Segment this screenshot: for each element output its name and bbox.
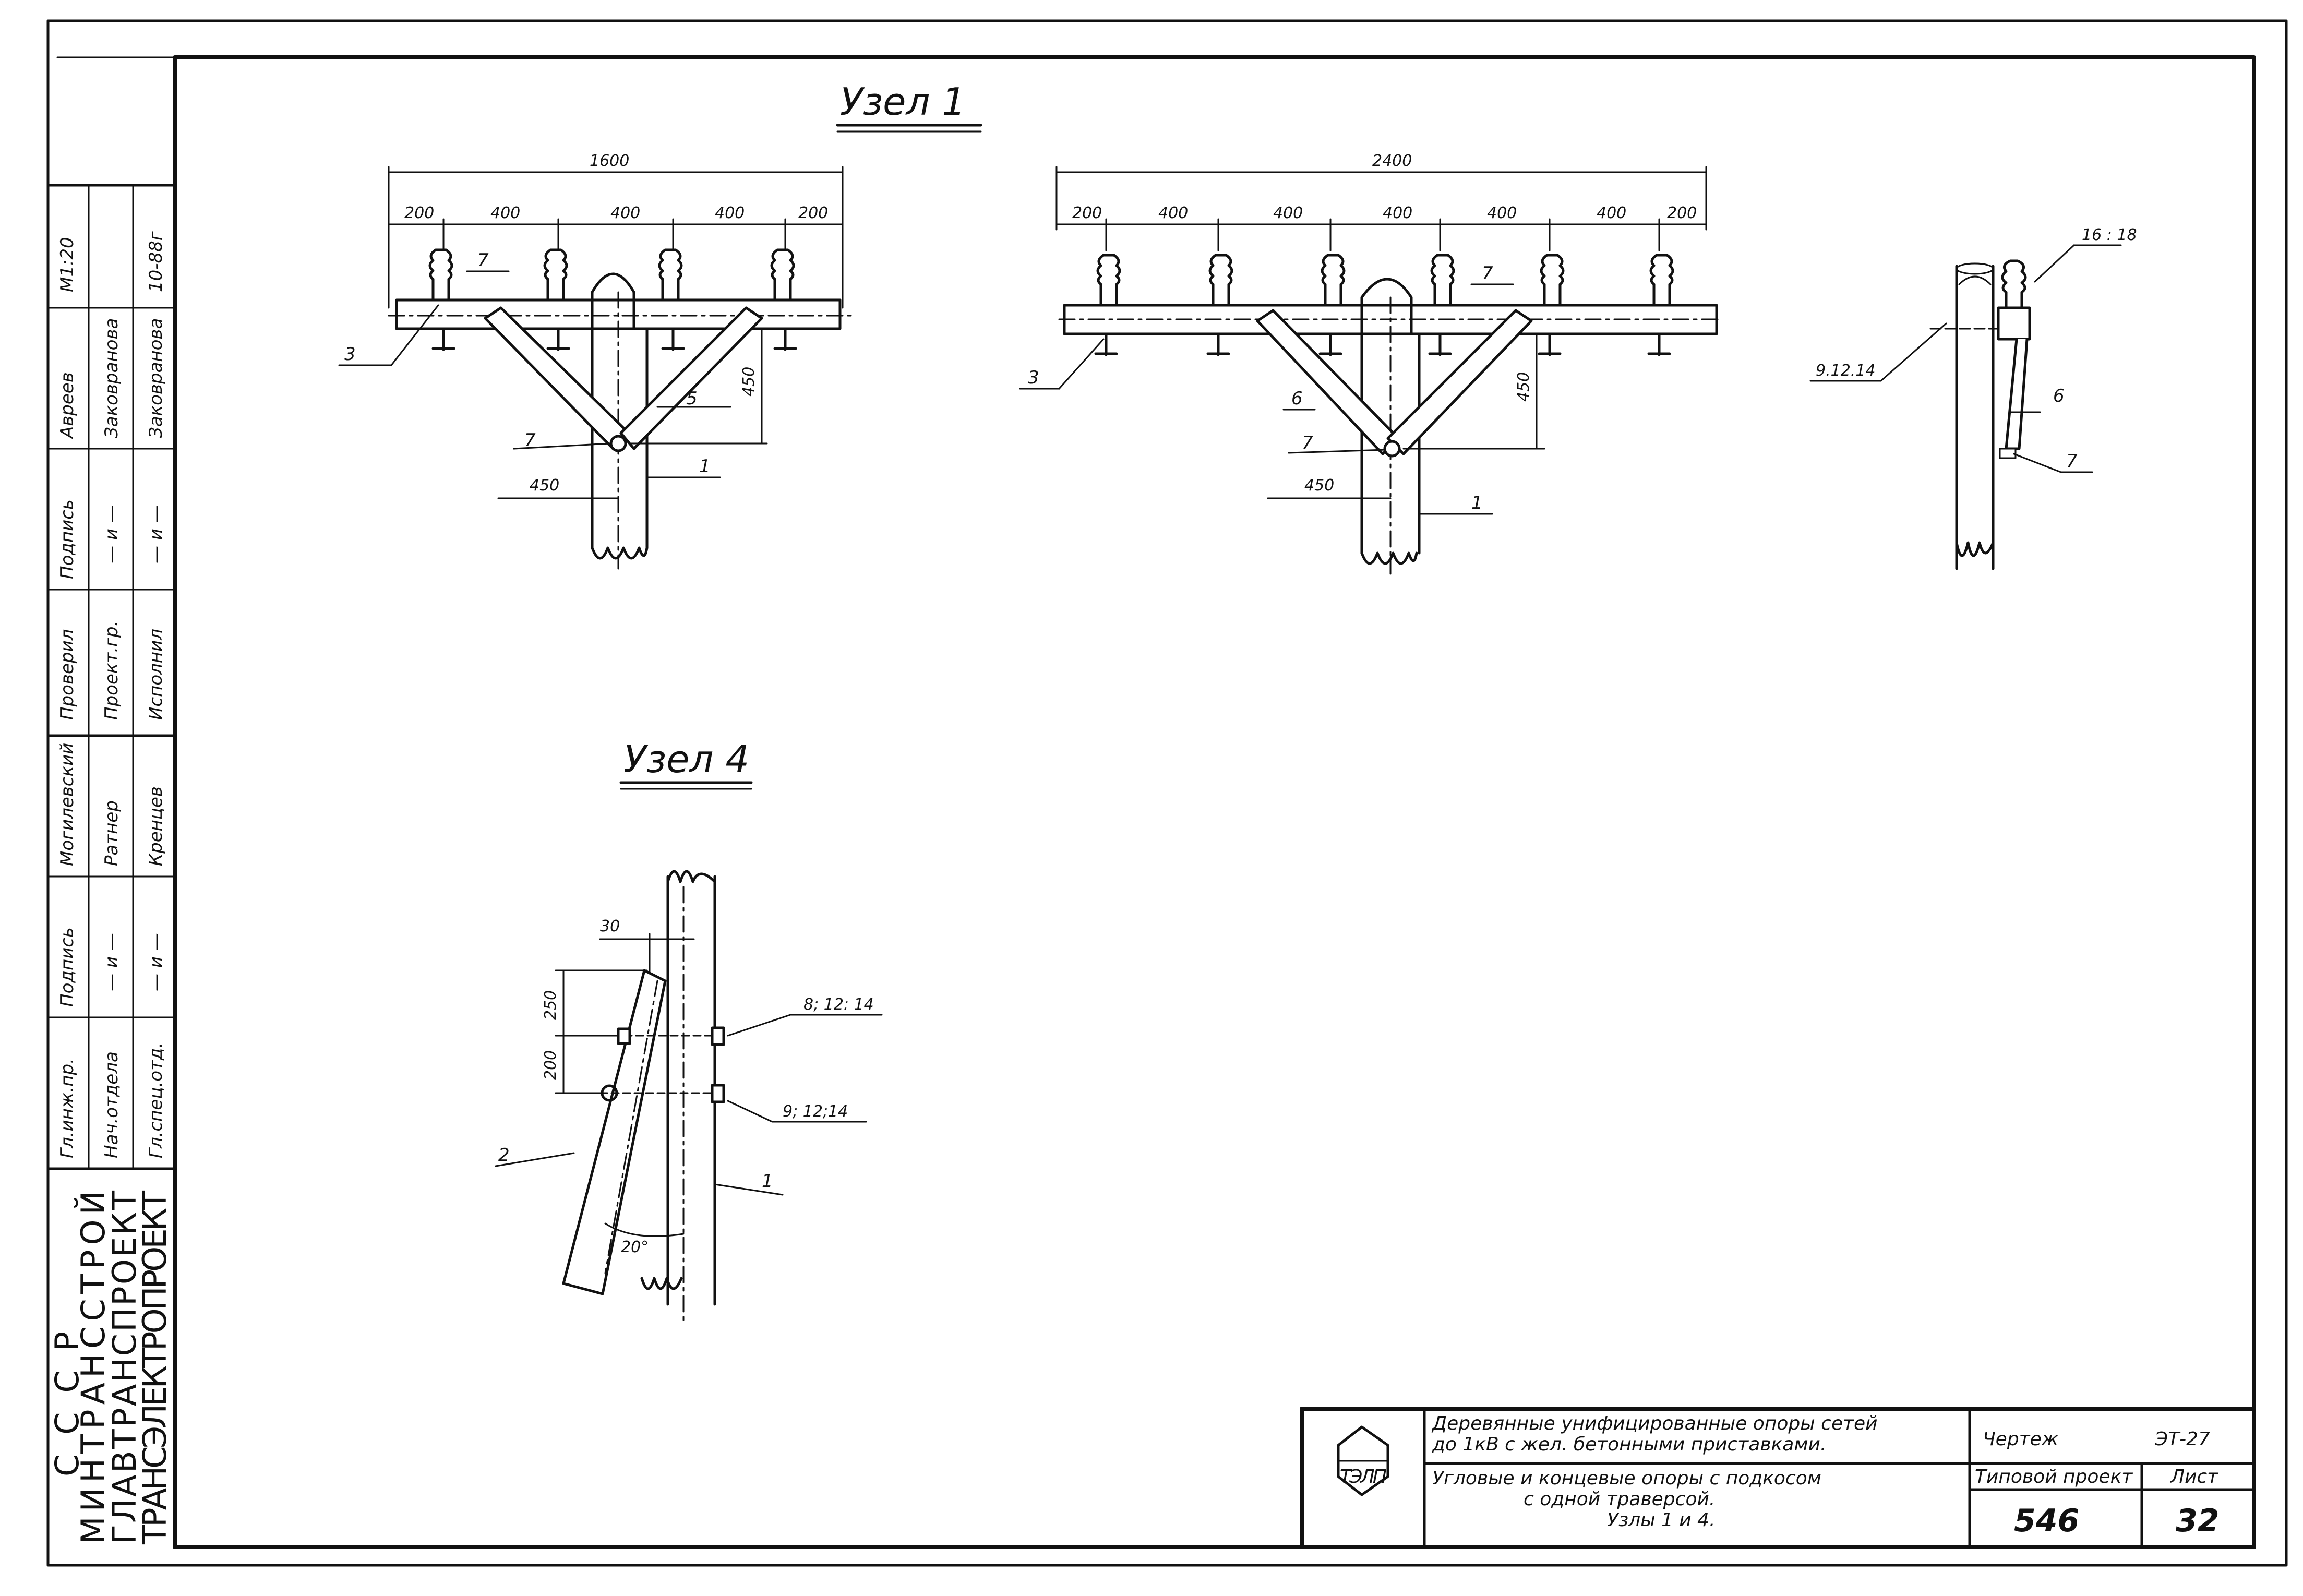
tb-line5: Узлы 1 и 4. bbox=[1607, 1509, 1716, 1531]
tb-sheet-label: Лист bbox=[2169, 1466, 2218, 1487]
stamp-role-2: Нач.отдела bbox=[101, 1051, 122, 1158]
lbl-pole-b: 1 bbox=[1471, 493, 1483, 513]
logo: ТЭЛП bbox=[1337, 1425, 1389, 1496]
dim-offset: 450 bbox=[530, 476, 559, 495]
lbl-bolt-upper: 8; 12: 14 bbox=[803, 995, 874, 1014]
stamp-role-1: Гл.инж.пр. bbox=[57, 1058, 78, 1158]
tb-line1: Деревянные унифицированные опоры сетей bbox=[1431, 1413, 1878, 1434]
stamp-name-6: Заковранова bbox=[146, 318, 166, 438]
lbl-crossarm: 3 bbox=[344, 344, 356, 365]
logo-text: ТЭЛП bbox=[1340, 1466, 1387, 1487]
node1b-diagram: 2400 200 400 400 400 400 400 200 bbox=[1019, 152, 1723, 575]
dim-offset-b: 450 bbox=[1304, 476, 1334, 495]
dim-seg-b4: 400 bbox=[1383, 204, 1412, 222]
stamp-name-2: Ратнер bbox=[101, 800, 122, 866]
dim-seg-b3: 400 bbox=[1273, 204, 1303, 222]
dim-seg-b2: 400 bbox=[1158, 204, 1188, 222]
dim-seg-5: 200 bbox=[798, 204, 828, 222]
stamp-sign-3: — и — bbox=[101, 505, 122, 563]
dim-seg-b6: 400 bbox=[1597, 204, 1626, 222]
tb-drawing-no: ЭТ-27 bbox=[2154, 1429, 2210, 1450]
tb-drawing-label: Чертеж bbox=[1983, 1429, 2059, 1450]
stamp-sign-4: — и — bbox=[146, 505, 166, 563]
stamp-date: 10-88г bbox=[146, 231, 166, 292]
lbl-brace-b: 6 bbox=[1291, 388, 1303, 409]
stamp-name-5: Заковранова bbox=[101, 318, 122, 438]
stamp-role-3: Гл.спец.отд. bbox=[146, 1042, 166, 1158]
stamp-name-1: Могилевский bbox=[57, 743, 78, 866]
dim-lower: 200 bbox=[542, 1050, 560, 1080]
dim-seg-4: 400 bbox=[715, 204, 745, 222]
stamp-code: М1:20 bbox=[57, 237, 78, 292]
lbl-crossarm-b: 3 bbox=[1028, 367, 1039, 388]
tb-line3: Угловые и концевые опоры с подкосом bbox=[1432, 1468, 1821, 1489]
stamp-check-hdr: Проверил bbox=[57, 629, 78, 720]
lbl-brace: 5 bbox=[686, 388, 698, 409]
tb-line4: с одной траверсой. bbox=[1524, 1489, 1715, 1510]
lbl-bolt-bottom: 7 bbox=[524, 430, 536, 451]
lbl-brace-c: 6 bbox=[2053, 386, 2065, 406]
stamp-sign-hdr-2: Подпись bbox=[57, 499, 78, 579]
dim-gap: 30 bbox=[600, 917, 620, 935]
tb-project-label: Типовой проект bbox=[1975, 1466, 2133, 1487]
dim-seg-2: 400 bbox=[490, 204, 520, 222]
title-node1: Узел 1 bbox=[836, 80, 982, 133]
dim-seg-3: 400 bbox=[610, 204, 640, 222]
lbl-strut: 2 bbox=[498, 1145, 510, 1166]
tb-sheet-no: 32 bbox=[2176, 1503, 2220, 1539]
tb-line2: до 1кВ с жел. бетонными приставками. bbox=[1432, 1434, 1826, 1455]
lbl-bolt-lower: 9; 12;14 bbox=[783, 1102, 848, 1121]
stamp-sign-hdr: Подпись bbox=[57, 927, 78, 1007]
sheet-frame bbox=[46, 19, 2288, 1567]
dim-seg-1: 200 bbox=[404, 204, 434, 222]
title-node4: Узел 4 bbox=[619, 737, 753, 790]
stamp-check-2: Исполнил bbox=[146, 629, 166, 720]
lbl-bolt-top: 7 bbox=[477, 250, 489, 271]
dim-seg-b5: 400 bbox=[1487, 204, 1517, 222]
lbl-bolt-top-b: 7 bbox=[1482, 263, 1493, 284]
dim-upper: 250 bbox=[542, 990, 560, 1020]
stamp-name-4: Авреев bbox=[57, 372, 78, 439]
dim-height: 450 bbox=[740, 367, 758, 397]
lbl-insulator: 16 : 18 bbox=[2082, 226, 2137, 244]
dim-seg-b7: 200 bbox=[1667, 204, 1697, 222]
svg-text:Узел 4: Узел 4 bbox=[623, 737, 749, 781]
org-transelektroproekt: ТРАНСЭЛЕКТРОПРОЕКТ bbox=[136, 1190, 174, 1545]
lbl-pole: 1 bbox=[699, 456, 711, 477]
stamp-sign-2: — и — bbox=[146, 933, 166, 991]
dim-height-b: 450 bbox=[1515, 372, 1533, 402]
tb-project-no: 546 bbox=[2014, 1503, 2079, 1539]
node1c-diagram: 16 : 18 9.12.14 6 7 bbox=[1809, 226, 2137, 570]
lbl-angle: 20° bbox=[621, 1238, 649, 1256]
stamp-sign-1: — и — bbox=[101, 933, 122, 991]
lbl-bolt-c: 9.12.14 bbox=[1816, 362, 1876, 380]
org-glavtransproekt: ГЛАВТРАНСПРОЕКТ bbox=[105, 1190, 143, 1544]
dim-seg-b1: 200 bbox=[1072, 204, 1102, 222]
node1a-diagram: 1600 200 400 400 400 200 bbox=[338, 152, 857, 570]
lbl-bolt-bottom-c: 7 bbox=[2066, 451, 2078, 472]
side-stamp: СССР МИНТРАНССТРОЙ ГЛАВТРАНСПРОЕКТ ТРАНС… bbox=[46, 184, 176, 1545]
node4-diagram: 30 250 200 8; 12: 14 9; 12;14 2 1 20° bbox=[495, 870, 883, 1326]
stamp-name-3: Кренцев bbox=[146, 786, 166, 866]
title-block: ТЭЛП Деревянные унифицированные опоры се… bbox=[1300, 1407, 2256, 1549]
dim-2400: 2400 bbox=[1372, 152, 1412, 170]
lbl-bolt-bottom-b: 7 bbox=[1302, 433, 1313, 453]
dim-1600: 1600 bbox=[590, 152, 629, 170]
svg-text:Узел 1: Узел 1 bbox=[840, 80, 966, 124]
stamp-check-1: Проект.гр. bbox=[101, 621, 122, 720]
lbl-pole-4: 1 bbox=[762, 1171, 773, 1192]
